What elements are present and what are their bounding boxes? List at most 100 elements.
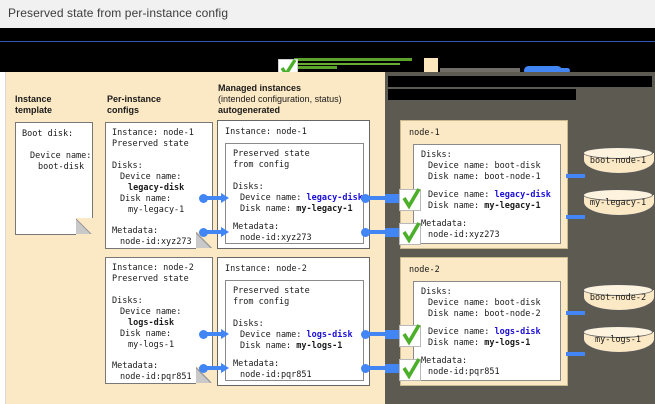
check-badge-node1-metadata [399,222,421,245]
connector-line-mi2-metadata [369,366,387,370]
per-instance-config-card-node-1: Instance: node-1 Preserved state Disks: … [105,122,213,249]
legend-green-line-1 [294,58,412,61]
pic2-metadata-label: Metadata: [112,361,159,371]
connector-dot-config2-metadata [199,364,208,373]
cylinder-top [583,147,653,159]
instance-template-card: Boot disk: Device name: boot-disk [15,122,93,235]
connector-arrow-config1-metadata [221,227,229,237]
mi1-disks-label: Disks: [233,182,264,192]
pic2-disk-name-value: my-logs-1 [128,340,175,350]
mi1-instance-line: Instance: node-1 [225,127,307,137]
check-badge-node2-metadata [399,358,421,381]
node1-pref-disk-value: my-legacy-1 [484,201,541,211]
legend-gray-line [440,68,520,72]
managed-instance-box-node-1: Instance: node-1 Preserved state from co… [217,120,370,249]
mi1-preserved-line-1: Preserved state [233,149,310,159]
cylinder-top [583,189,653,201]
per-instance-config-card-node-2: Instance: node-2 Preserved state Disks: … [105,257,213,384]
node1-pref-disk-label: Disk name: [428,201,485,211]
node1-pref-device-label: Device name: [428,190,495,200]
right-header-redaction-1 [388,76,652,87]
right-header-redaction-2 [388,89,576,100]
disk-connector-my-logs-1 [566,352,585,356]
node2-pref-disk-label: Disk name: [428,338,485,348]
pic1-preserved-line: Preserved state [112,139,189,149]
legend-cream-swatch [424,58,438,72]
mi2-diskname-value: my-logs-1 [296,341,343,351]
disk-connector-boot-node-2 [566,311,585,315]
node2-boot-disk-line: Disk name: boot-node-2 [428,309,541,319]
node2-title: node-2 [409,265,440,275]
node1-pref-device-line: Device name: legacy-disk [428,190,551,201]
pic2-disks-label: Disks: [112,296,143,306]
connector-square-mi1-metadata [385,228,399,237]
gray-panel: node-1 Disks: Device name: boot-disk Dis… [385,72,655,404]
mi2-metadata-value: node-id:pqr851 [240,370,312,380]
connector-line-config2-disk [207,332,222,336]
legend-green-line-2 [290,63,400,65]
connector-dot-config1-metadata [199,228,208,237]
connector-square-mi1-disk [385,194,399,203]
mi1-diskname-value: my-legacy-1 [296,204,353,214]
mi2-preserved-state-box: Preserved state from config Disks: Devic… [225,280,364,381]
pic2-device-name-value: logs-disk [128,318,175,328]
connector-square-mi2-metadata [385,364,399,373]
cylinder-top [583,284,653,296]
legend-blue-pill [524,66,562,72]
disk-cylinder-my-legacy-1: my-legacy-1 [583,189,655,216]
pic1-device-name-label: Device name: [120,172,182,182]
disk-cylinder-my-logs-1: my-logs-1 [583,326,655,353]
check-badge-node1-disk [399,188,421,211]
mi1-device-label: Device name: [240,193,307,203]
legend-green-line-3 [291,66,337,69]
mi2-instance-line: Instance: node-2 [225,264,307,274]
instance-template-device-value: boot-disk [38,162,85,172]
mi2-device-line: Device name: logs-disk [240,330,353,341]
mi1-device-line: Device name: legacy-disk [240,193,363,204]
legend-green-check-icon [278,59,298,72]
legend-blue-pill-2 [548,68,570,72]
node-group-node-1: node-1 Disks: Device name: boot-disk Dis… [400,120,568,249]
disk-label-my-legacy-1: my-legacy-1 [589,198,647,208]
mi1-diskname-line: Disk name: my-legacy-1 [240,204,353,215]
node2-disks-label: Disks: [421,287,452,297]
pic1-disks-label: Disks: [112,161,143,171]
card-fold-corner [76,218,93,235]
column-header-instance-template: Instance template [15,94,53,115]
node2-pref-device-value: logs-disk [494,327,541,337]
connector-line-mi2-disk [369,332,387,336]
node-group-node-2: node-2 Disks: Device name: boot-disk Dis… [400,257,568,386]
disk-label-my-logs-1: my-logs-1 [594,335,642,345]
mi2-diskname-line: Disk name: my-logs-1 [240,341,342,352]
connector-dot-mi2-metadata [361,364,370,373]
column-header-managed-instances: Managed instances (intended configuratio… [218,83,342,115]
disk-connector-boot-node-1 [566,174,585,178]
pic2-device-name-label: Device name: [120,307,182,317]
mi1-metadata-value: node-id:xyz273 [240,233,312,243]
mi2-metadata-label: Metadata: [233,359,280,369]
pic1-disk-name-label: Disk name: [120,194,172,204]
cylinder-top [583,326,653,338]
node1-metadata-label: Metadata: [421,219,468,229]
node1-metadata-value: node-id:xyz273 [428,230,500,240]
node1-boot-device-line: Device name: boot-disk [428,161,541,171]
pic2-disk-name-label: Disk name: [120,329,172,339]
connector-dot-mi1-metadata [361,228,370,237]
connector-dot-config2-disk [199,330,208,339]
mi1-preserved-line-2: from config [233,160,290,170]
mi2-device-value: logs-disk [306,330,353,340]
mi1-preserved-state-box: Preserved state from config Disks: Devic… [225,143,364,244]
pic2-metadata-value: node-id:pqr851 [120,372,192,382]
node2-metadata-value: node-id:pqr851 [428,367,500,377]
legend-band [0,28,655,72]
cream-panel: Instance template Per-instance configs M… [5,72,386,404]
connector-dot-mi1-disk [361,194,370,203]
check-badge-node2-disk [399,324,421,347]
node1-pref-disk-line: Disk name: my-legacy-1 [428,201,541,212]
instance-template-title: Boot disk: [22,129,74,139]
connector-dot-config1-disk [199,194,208,203]
mi2-device-label: Device name: [240,330,307,340]
mi2-preserved-line-2: from config [233,297,290,307]
disk-cylinder-boot-node-1: boot-node-1 [583,147,655,174]
node1-pref-device-value: legacy-disk [494,190,551,200]
